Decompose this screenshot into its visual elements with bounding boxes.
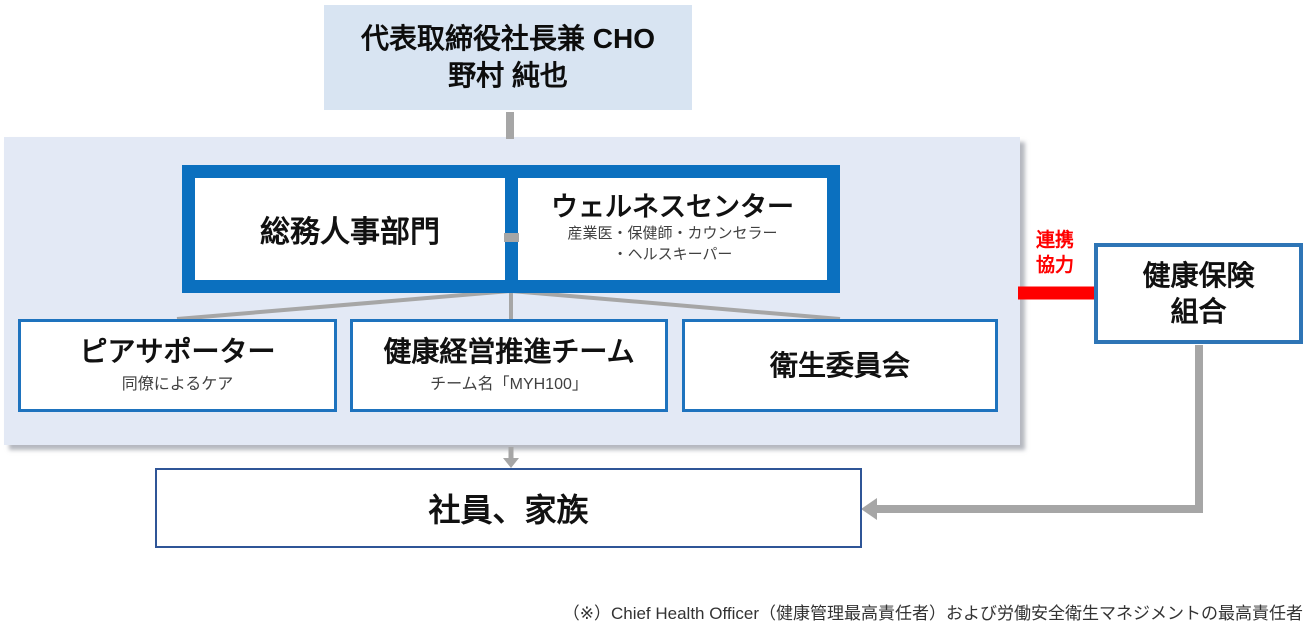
health-promotion-team-box: 健康経営推進チーム チーム名「MYH100」 — [350, 319, 668, 412]
hygiene-committee-title: 衛生委員会 — [769, 349, 910, 381]
health-insurance-union-line1: 健康保険 — [1142, 259, 1255, 291]
wellness-center-box: ウェルネスセンター 産業医・保健師・カウンセラー ・ヘルスキーパー — [518, 178, 827, 280]
wellness-center-subtitle-1: 産業医・保健師・カウンセラー — [567, 224, 778, 242]
cooperation-label-line1: 連携 — [1035, 230, 1074, 251]
footnote: （※）Chief Health Officer（健康管理最高責任者）および労働安… — [562, 604, 1303, 623]
wellness-center-subtitle-2: ・ヘルスキーパー — [612, 246, 733, 264]
ceo-title: 代表取締役社長兼 CHO — [360, 22, 655, 54]
cooperation-label: 連携 協力 — [1016, 228, 1094, 278]
peer-supporter-box: ピアサポーター 同僚によるケア — [18, 319, 337, 412]
ceo-box: 代表取締役社長兼 CHO 野村 純也 — [324, 5, 692, 110]
health-promotion-team-subtitle: チーム名「MYH100」 — [430, 376, 588, 394]
down-arrow-icon — [503, 447, 519, 468]
general-affairs-hr-box: 総務人事部門 — [195, 178, 505, 280]
ceo-name: 野村 純也 — [448, 59, 568, 91]
employees-families-label: 社員、家族 — [428, 492, 589, 528]
health-insurance-union-line2: 組合 — [1170, 295, 1227, 327]
peer-supporter-subtitle: 同僚によるケア — [121, 376, 234, 394]
wellness-center-title: ウェルネスセンター — [551, 192, 794, 223]
employees-families-box: 社員、家族 — [155, 468, 862, 548]
general-affairs-hr-title: 総務人事部門 — [260, 216, 440, 249]
frame-boxes-connector — [504, 233, 519, 242]
hygiene-committee-box: 衛生委員会 — [682, 319, 998, 412]
management-frame: 総務人事部門 ウェルネスセンター 産業医・保健師・カウンセラー ・ヘルスキーパー — [182, 165, 840, 293]
health-insurance-union-box: 健康保険 組合 — [1094, 243, 1303, 344]
health-promotion-team-title: 健康経営推進チーム — [383, 335, 635, 367]
cooperation-label-line2: 協力 — [1035, 255, 1074, 277]
peer-supporter-title: ピアサポーター — [79, 335, 276, 367]
